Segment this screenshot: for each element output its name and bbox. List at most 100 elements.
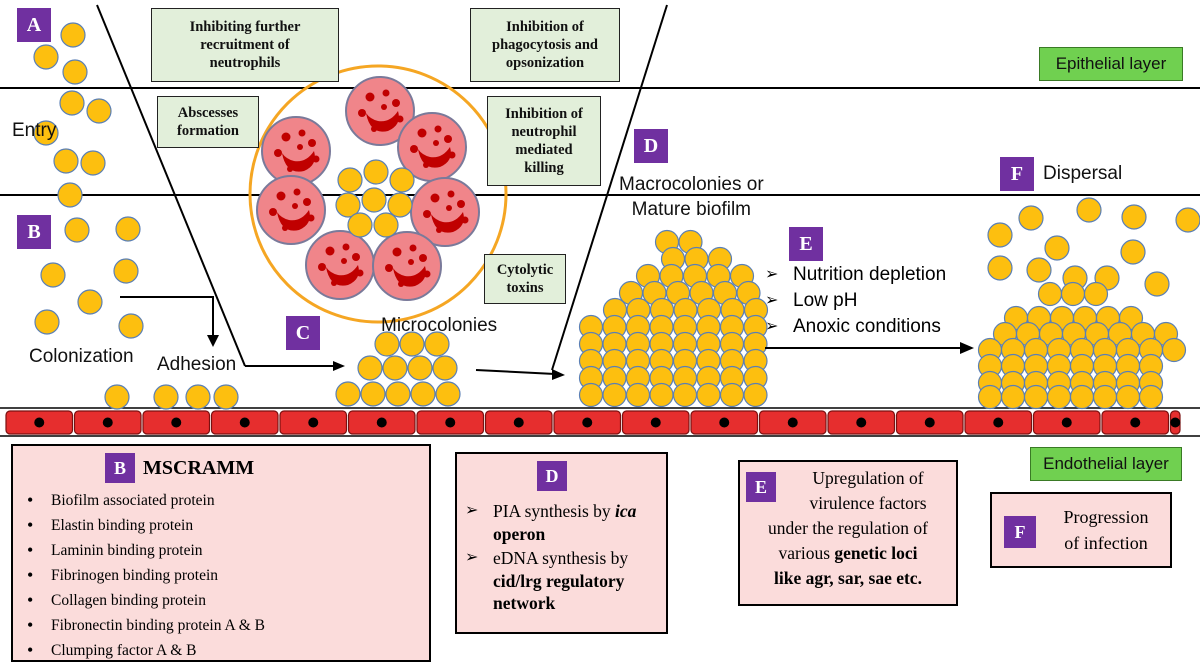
neutrophil-granule	[331, 280, 337, 286]
neutrophil-granule	[392, 247, 402, 257]
neutrophil	[410, 177, 480, 247]
neutrophil-granule	[276, 191, 286, 201]
cid-lrg-text: cid/lrg regulatory	[493, 570, 625, 591]
operon-text: operon	[493, 523, 546, 544]
mscramm-item: Elastin binding protein	[17, 513, 265, 538]
badge-b: B	[17, 215, 51, 249]
bacterial-cell	[987, 222, 1013, 248]
badge-e: E	[789, 227, 823, 261]
neutrophil-granule	[392, 99, 400, 107]
bacterial-cell	[115, 216, 141, 242]
virulence-line-4: various genetic loci	[740, 541, 956, 566]
abscess-formation-box: Abscesses formation	[157, 96, 259, 148]
bacterial-cell	[389, 167, 415, 193]
neutrophil-granule	[444, 135, 452, 143]
pia-text: PIA synthesis by	[493, 501, 616, 521]
recruitment-line-3: neutrophils	[209, 55, 281, 72]
bacterial-cell	[432, 355, 458, 381]
funnel-left-line	[96, 4, 246, 367]
bacterial-cell	[40, 262, 66, 288]
bacterial-cell	[696, 382, 721, 408]
neutrophil-granule	[312, 155, 320, 163]
bacterial-cell	[407, 355, 433, 381]
bacterial-cell	[363, 159, 389, 185]
phagocytosis-line-1: Inhibition of	[506, 18, 584, 35]
bacterial-cell	[86, 98, 112, 124]
endothelial-nucleus	[1061, 417, 1072, 428]
mscramm-title: MSCRAMM	[143, 456, 255, 479]
virulence-text: Upregulation of virulence factors	[778, 466, 958, 516]
dispersal-label: Dispersal	[1043, 163, 1123, 184]
bacterial-cell	[382, 355, 408, 381]
virulence-box: E Upregulation of virulence factors unde…	[738, 460, 958, 606]
adhesion-to-microcolonies-arrowhead	[333, 361, 345, 371]
progression-badge: F	[1004, 516, 1036, 548]
mscramm-item: Clumping factor A & B	[17, 638, 265, 663]
progression-box: F Progression of infection	[990, 492, 1172, 568]
bacterial-cell	[113, 258, 139, 284]
bacterial-cell	[399, 331, 425, 357]
neutrophil-granule	[381, 104, 387, 110]
bacterial-cell	[1026, 257, 1052, 283]
epithelial-layer-label: Epithelial layer	[1039, 47, 1183, 81]
edna-text: eDNA synthesis by	[493, 548, 629, 568]
neutrophil-granule	[342, 243, 350, 251]
mscramm-item: Laminin binding protein	[17, 538, 265, 563]
neutrophil-granule	[298, 129, 306, 137]
virulence-line-2: virulence factors	[809, 493, 927, 513]
neutrophil-granule	[398, 281, 404, 287]
killing-line-1: Inhibition of	[505, 105, 583, 122]
adhesion-label: Adhesion	[157, 354, 237, 375]
bacterial-cell	[53, 148, 79, 174]
neutrophil-granule	[287, 166, 293, 172]
mscramm-list: Biofilm associated protein Elastin bindi…	[17, 488, 265, 663]
virulence-text-lower: under the regulation of various genetic …	[740, 516, 956, 591]
endothelial-nucleus	[993, 417, 1004, 428]
bacterial-cell	[185, 384, 211, 410]
bacterial-cell	[34, 309, 60, 335]
neutrophil-granule	[457, 200, 465, 208]
neutrophil-granule	[365, 92, 375, 102]
endothelial-nucleus	[308, 417, 319, 428]
neutrophil	[345, 76, 415, 146]
mscramm-item: Fibronectin binding protein A & B	[17, 613, 265, 638]
abscess-line-2: formation	[176, 123, 239, 139]
bacterial-cell	[1076, 197, 1102, 223]
bacterial-cell	[1120, 239, 1146, 265]
trigger-nutrition: Nutrition depletion	[765, 262, 946, 288]
virulence-genetic-loci: genetic loci	[834, 543, 918, 563]
mscramm-item: Collagen binding protein	[17, 588, 265, 613]
colonization-label: Colonization	[29, 346, 134, 367]
neutrophil-cluster	[248, 64, 508, 324]
microcolonies-label: Microcolonies	[381, 315, 498, 336]
microcolonies-to-biofilm-arrow	[475, 369, 556, 375]
badge-f: F	[1000, 157, 1034, 191]
bacterial-cell	[387, 192, 413, 218]
bacterial-cell	[1046, 384, 1072, 410]
mscramm-item: Fibrinogen binding protein	[17, 563, 265, 588]
recruitment-line-1: Inhibiting further	[189, 18, 301, 35]
neutrophil-granule	[303, 198, 311, 206]
bacterial-cell	[1069, 384, 1095, 410]
neutrophil-granule	[423, 210, 431, 218]
bacterial-cell	[385, 381, 411, 407]
endothelial-nucleus	[34, 417, 45, 428]
neutrophil-granule	[446, 205, 452, 211]
neutrophil-granule	[325, 246, 335, 256]
bacterial-cell	[60, 22, 86, 48]
bacterial-cell	[80, 150, 106, 176]
dispersal-triggers-list: Nutrition depletion Low pH Anoxic condit…	[765, 262, 946, 340]
ica-gene: ica	[615, 501, 637, 521]
endothelial-nucleus	[582, 417, 593, 428]
microcolonies-to-biofilm-arrowhead	[552, 369, 565, 380]
bacterial-cell	[374, 331, 400, 357]
endothelial-nucleus	[376, 417, 387, 428]
mscramm-badge: B	[105, 453, 135, 483]
phagocytosis-inhibition-box: Inhibition of phagocytosis and opsonizat…	[470, 8, 620, 82]
bacterial-cell	[33, 44, 59, 70]
virulence-loci-list: like agr, sar, sae etc.	[774, 568, 922, 588]
mscramm-item: Biofilm associated protein	[17, 488, 265, 513]
abscess-line-1: Abscesses	[177, 104, 239, 121]
endothelial-nucleus	[1170, 417, 1181, 428]
